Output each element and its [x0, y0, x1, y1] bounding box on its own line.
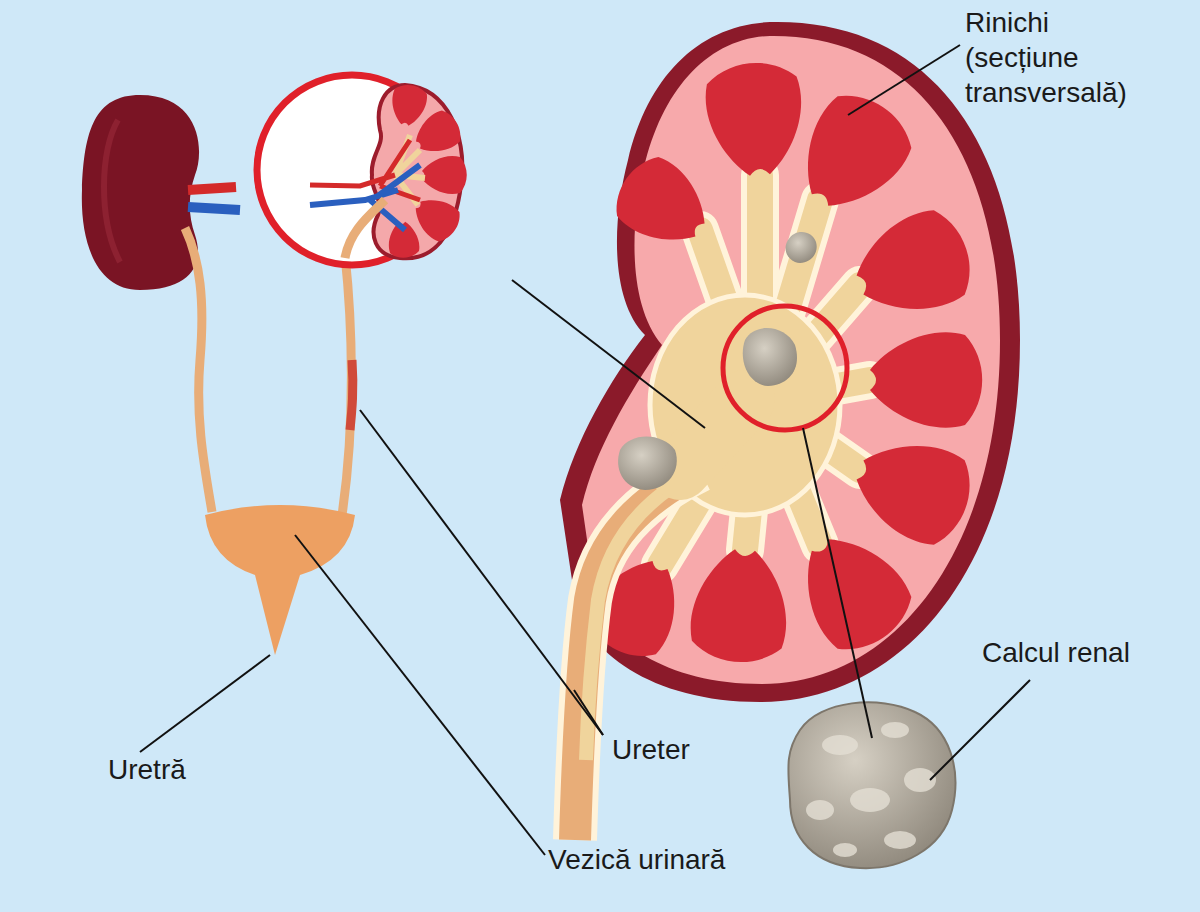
stone-patch [806, 800, 834, 820]
leader-line [803, 428, 872, 738]
pyramid [388, 82, 429, 128]
renal-vein [188, 207, 240, 210]
part-label: Calcul renal [982, 635, 1130, 670]
leader-line [930, 680, 1030, 780]
leader-line [140, 655, 270, 752]
pelvis-core [650, 295, 840, 515]
pyramid [844, 202, 982, 330]
part-label: Vezică urinară [548, 842, 725, 877]
pyramid [688, 546, 793, 666]
kidney-stone [618, 437, 677, 491]
pyramid [781, 518, 923, 665]
stone-patch [884, 831, 916, 849]
leader-line [848, 45, 960, 115]
pyramid [870, 332, 982, 427]
kidney-shade [104, 120, 120, 262]
leader-lines [140, 45, 1030, 855]
pelvis-neck [680, 400, 745, 470]
artery-small [310, 140, 420, 200]
pyramid [703, 59, 808, 179]
pyramid [605, 147, 722, 261]
ureter-big [575, 470, 700, 840]
bladder [205, 505, 355, 655]
kidney-left [82, 95, 199, 290]
pyramids [579, 59, 982, 668]
stone-patch [822, 735, 858, 755]
stone-patch [850, 788, 890, 812]
leader-line [512, 280, 705, 428]
stone-patch [881, 722, 909, 738]
kidney-stone [743, 328, 797, 386]
pyramids-small [387, 82, 467, 259]
highlight-circle [723, 306, 847, 430]
pyramid [422, 156, 467, 194]
leader-line [360, 410, 603, 735]
part-label: Uretră [108, 752, 186, 787]
ureter-small [345, 200, 385, 258]
pyramid [781, 81, 923, 228]
part-label: Ureter [612, 732, 690, 767]
kidney-stone-large [788, 702, 955, 868]
leader-line [295, 535, 545, 855]
part-label: Rinichi (secțiune transversală) [965, 5, 1170, 110]
ureter-outline [575, 470, 700, 840]
kidney-capsule [560, 22, 1020, 702]
ureter-left [185, 228, 212, 512]
ureter-lumen [586, 470, 700, 760]
kidney-stone [786, 232, 817, 263]
stone-patch [833, 843, 857, 857]
renal-artery [188, 187, 236, 190]
ureter-highlight [350, 360, 353, 430]
stone-texture [806, 722, 936, 857]
pyramid [844, 425, 982, 553]
